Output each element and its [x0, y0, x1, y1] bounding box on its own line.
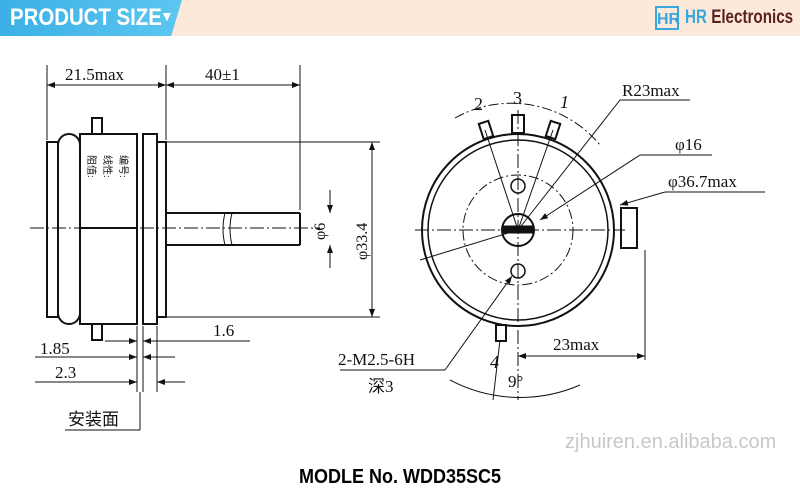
- header-title: PRODUCT SIZE: [10, 4, 162, 31]
- header-title-band: [0, 0, 182, 36]
- dim-phi33-4: φ33.4: [354, 223, 371, 260]
- thread-depth: 深3: [368, 377, 394, 396]
- angle-9deg: 9°: [508, 372, 523, 391]
- pin-1: 1: [560, 92, 569, 112]
- dim-1-6: 1.6: [213, 321, 234, 340]
- logo-name: Electronics: [711, 7, 794, 28]
- thread-spec: 2-M2.5-6H: [338, 350, 415, 369]
- header-banner: PRODUCT SIZE ▼ HR HR Electronics: [0, 0, 800, 36]
- dim-phi6: φ6: [312, 223, 329, 240]
- dim-21-5: 21.5max: [65, 65, 125, 84]
- logo-text: HR Electronics: [685, 7, 793, 29]
- dim-40: 40±1: [205, 65, 240, 84]
- body-label-resistance: 阻值:: [85, 155, 98, 178]
- model-number: MODLE No. WDD35SC5: [298, 466, 502, 488]
- dim-2-3: 2.3: [55, 363, 76, 382]
- dim-phi36-7: φ36.7max: [668, 172, 737, 191]
- triangle-down-icon: ▼: [160, 8, 174, 24]
- pin-4: 4: [490, 352, 499, 372]
- side-dimensions: 21.5max 40±1 φ6 φ33.4 1.6 1.85 2.3 安装面 阻…: [35, 65, 375, 431]
- dim-23max: 23max: [553, 335, 600, 354]
- dim-phi16: φ16: [675, 135, 702, 154]
- pin-3: 3: [513, 88, 522, 108]
- logo-brand: HR: [685, 7, 707, 28]
- dim-r23: R23max: [622, 81, 680, 100]
- body-label-linearity: 线性:: [101, 155, 114, 178]
- side-view: [30, 117, 380, 341]
- mount-face-label: 安装面: [68, 410, 119, 429]
- pin-2: 2: [474, 94, 483, 114]
- dim-1-85: 1.85: [40, 339, 70, 358]
- watermark: zjhuiren.en.alibaba.com: [565, 431, 776, 453]
- logo-mark: HR: [655, 6, 680, 30]
- front-dimensions: R23max φ16 φ36.7max 23max 2-M2.5-6H 深3 9…: [338, 81, 765, 401]
- body-label-number: 编号:: [117, 155, 130, 178]
